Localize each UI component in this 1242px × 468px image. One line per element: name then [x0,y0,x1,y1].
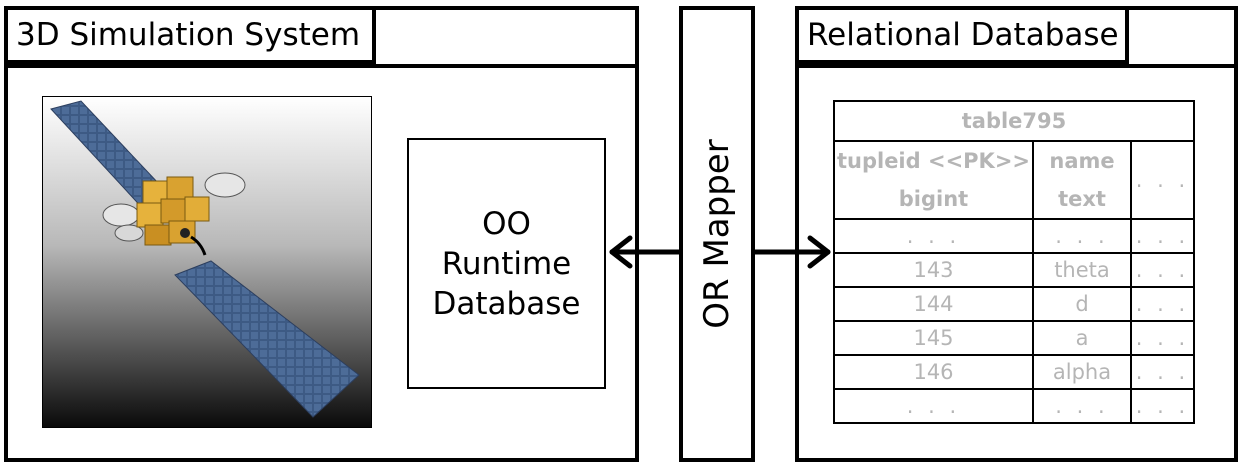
table-row: . . . . . . . . . [833,388,1195,424]
table-row: 144 d . . . [833,286,1195,322]
column-header-type: bigint [898,187,969,211]
table-cell: . . . [1130,320,1195,356]
or-mapper-panel: OR Mapper [679,6,755,462]
table-header-row: tupleid <<PK>> bigint name text . . . [833,140,1195,220]
panel-divider [799,64,1234,68]
relational-table: table795 tupleid <<PK>> bigint name text… [833,100,1195,424]
table-row: 143 theta . . . [833,252,1195,288]
oo-runtime-database-box: OO Runtime Database [407,138,606,389]
table-cell: . . . [1130,286,1195,322]
table-name: table795 [833,100,1195,142]
table-cell: theta [1032,252,1132,288]
table-cell: . . . [1130,388,1195,424]
table-cell: . . . [1032,388,1132,424]
satellite-icon [42,96,372,428]
column-header-tupleid: tupleid <<PK>> bigint [833,140,1034,220]
table-cell: 144 [833,286,1034,322]
table-cell: alpha [1032,354,1132,390]
table-cell: a [1032,320,1132,356]
column-header-type: text [1058,187,1106,211]
table-cell: 143 [833,252,1034,288]
column-header-name: name text [1032,140,1132,220]
table-row: 145 a . . . [833,320,1195,356]
column-header-line: tupleid <<PK>> [836,149,1031,173]
runtime-box-line-1: OO [482,205,531,242]
table-cell: 146 [833,354,1034,390]
relational-database-title: Relational Database [795,6,1129,64]
column-header-more: . . . [1130,140,1195,220]
table-cell: 145 [833,320,1034,356]
table-cell: . . . [1130,252,1195,288]
panel-divider [8,64,635,68]
runtime-box-line-3: Database [432,285,581,322]
table-cell: . . . [1032,218,1132,254]
runtime-box-line-2: Runtime [441,245,572,282]
table-cell: . . . [833,388,1034,424]
or-mapper-label: OR Mapper [697,139,737,329]
table-row: 146 alpha . . . [833,354,1195,390]
table-cell: . . . [1130,218,1195,254]
table-row: . . . . . . . . . [833,218,1195,254]
table-cell: . . . [1130,354,1195,390]
simulation-panel-title: 3D Simulation System [4,6,376,64]
column-header-line: name [1049,149,1115,173]
table-cell: . . . [833,218,1034,254]
table-cell: d [1032,286,1132,322]
